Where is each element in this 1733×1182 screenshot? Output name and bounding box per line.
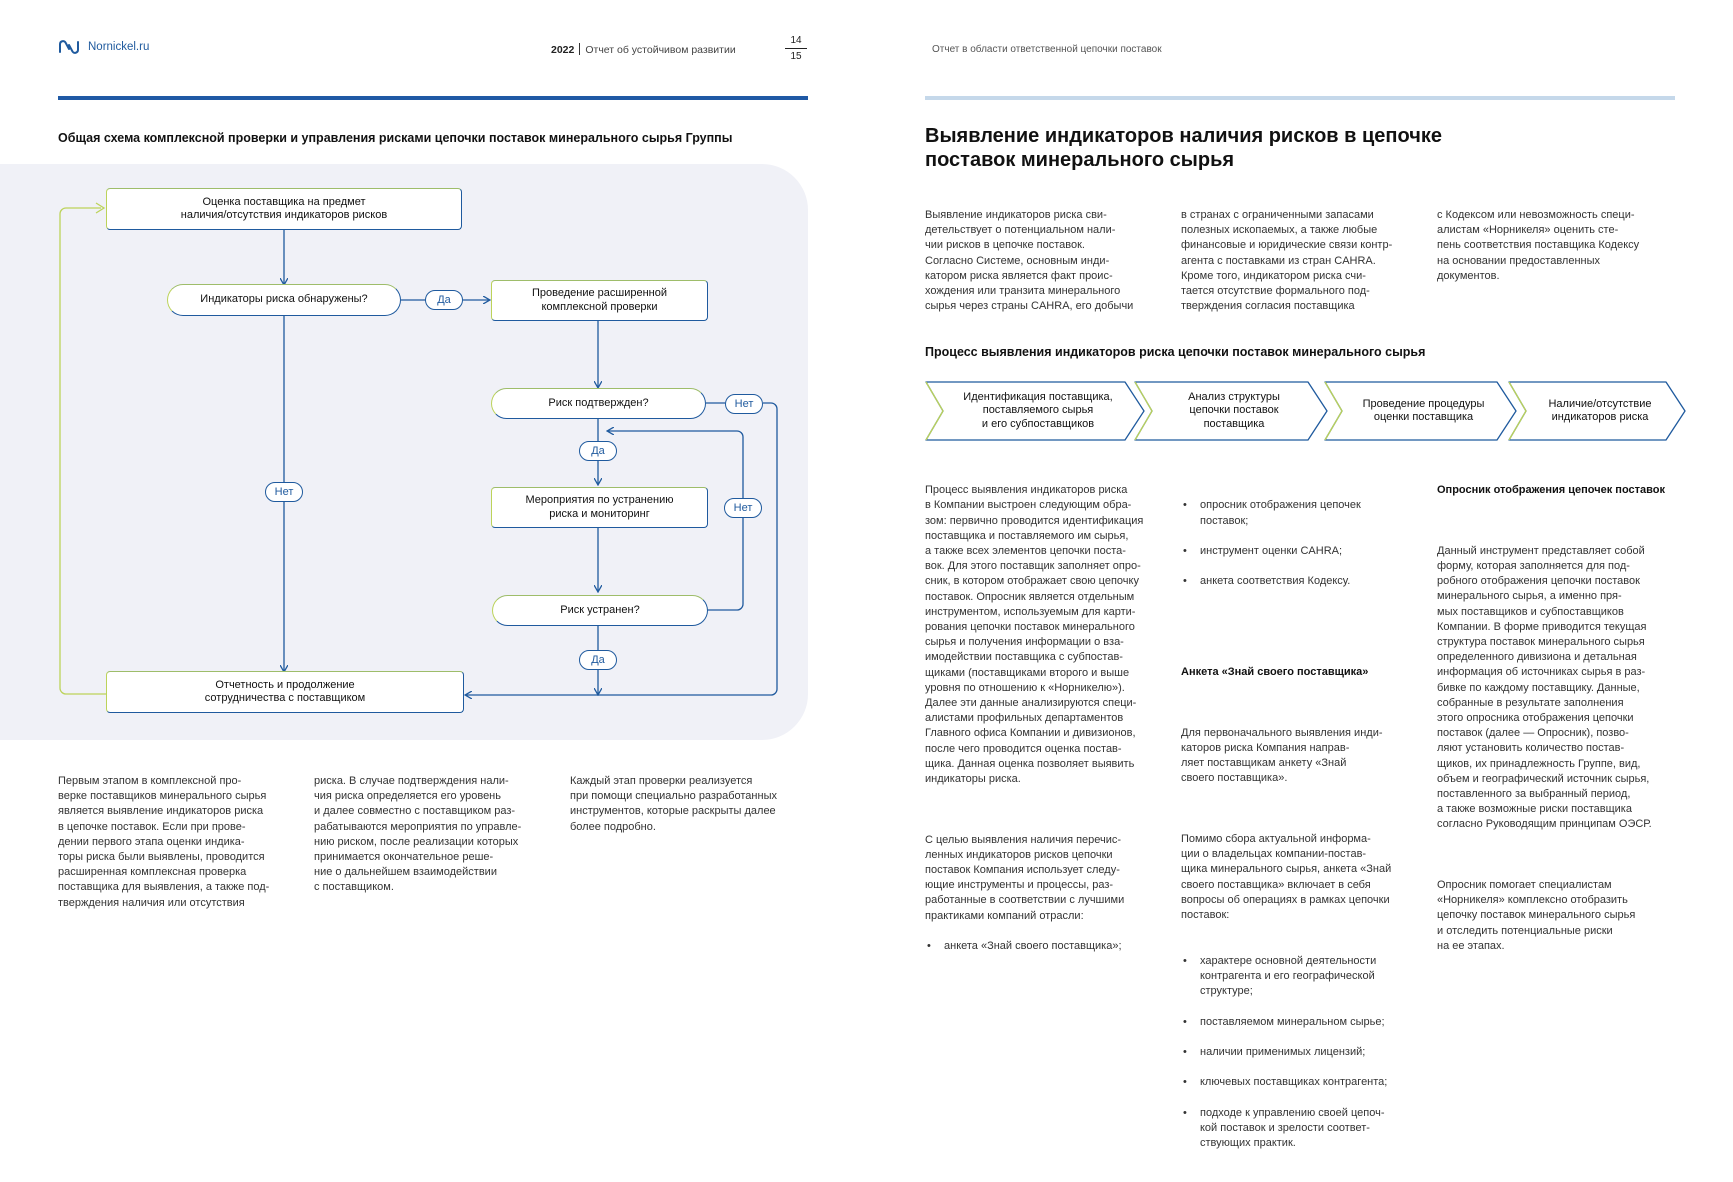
process-title: Процесс выявления индикаторов риска цепо… (925, 345, 1426, 359)
brand-logo-link[interactable]: Nornickel.ru (58, 40, 149, 54)
body-col-1: Процесс выявления индикаторов риска в Ко… (925, 468, 1165, 970)
intro-col-2: в странах с ограниченными запасами полез… (1181, 209, 1393, 313)
flow-step-mitigation: Мероприятия по устранению риска и монито… (491, 487, 708, 528)
process-step-1: Идентификация поставщика, поставляемого … (925, 380, 1147, 442)
paragraph: Опросник помогает специалистам «Норникел… (1437, 879, 1636, 952)
intro-col-1: Выявление индикаторов риска сви- детельс… (925, 209, 1134, 313)
left-text-col-1: Первым этапом в комплексной про- верке п… (58, 775, 270, 909)
chevron-shape (925, 381, 1145, 441)
chevron-shape (1324, 381, 1517, 441)
report-title: Отчет об устойчивом развитии (585, 44, 736, 56)
flowchart-connectors (59, 202, 778, 740)
header-divider (579, 43, 581, 55)
paragraph: Для первоначального выявления инди- като… (1181, 726, 1383, 785)
intro-col-3: с Кодексом или невозможность специ- алис… (1437, 209, 1640, 282)
left-header-rule (58, 96, 808, 100)
flow-label-yes: Да (425, 290, 463, 310)
left-text-col-2: риска. В случае подтверждения нали- чия … (314, 775, 522, 894)
flow-label-no: Нет (725, 394, 763, 414)
flow-label-no: Нет (724, 498, 762, 518)
page-number-left: 14 (790, 35, 802, 46)
list-item: ключевых поставщиках контрагента; (1181, 1075, 1421, 1090)
flow-step-extended-check: Проведение расширенной комплексной прове… (491, 280, 708, 321)
report-header: 2022 Отчет об устойчивом развитии (551, 43, 736, 56)
section-title: Отчет в области ответственной цепочки по… (932, 44, 1162, 55)
site-link-text: Nornickel.ru (88, 41, 150, 53)
left-text-col-3: Каждый этап проверки реализуется при пом… (570, 775, 777, 833)
page-title: Выявление индикаторов наличия рисков в ц… (925, 125, 1442, 171)
paragraph: С целью выявления наличия перечис- ленны… (925, 833, 1125, 922)
body-col-2: опросник отображения цепочек поставок; и… (1181, 468, 1421, 1182)
flow-step-supplier-assessment: Оценка поставщика на предмет наличия/отс… (106, 188, 462, 230)
flow-label-yes: Да (579, 650, 617, 670)
flow-label-no: Нет (265, 482, 303, 502)
process-step-2: Анализ структуры цепочки поставок постав… (1134, 380, 1330, 442)
report-year: 2022 (551, 44, 575, 56)
flowchart-panel (0, 164, 808, 740)
flow-decision-indicators-found: Индикаторы риска обнаружены? (167, 284, 401, 316)
subsection-heading: Опросник отображения цепочек поставок (1437, 484, 1665, 497)
process-step-4: Наличие/отсутствие индикаторов риска (1508, 380, 1688, 442)
list-item: наличии применимых лицензий; (1181, 1045, 1421, 1060)
paragraph: Процесс выявления индикаторов риска в Ко… (925, 484, 1144, 786)
page-numbers: 14 15 (785, 34, 807, 63)
page-number-divider (785, 48, 807, 49)
process-step-3: Проведение процедуры оценки поставщика (1324, 380, 1519, 442)
list-item: анкета соответствия Кодексу. (1181, 574, 1421, 589)
body-col-3: Опросник отображения цепочек поставок Да… (1437, 468, 1687, 969)
nornickel-logo-icon (59, 40, 79, 54)
flow-decision-risk-confirmed: Риск подтвержден? (491, 388, 706, 419)
diagram-title: Общая схема комплексной проверки и управ… (58, 131, 733, 145)
subsection-heading: Анкета «Знай своего поставщика» (1181, 666, 1369, 679)
flow-step-reporting: Отчетность и продолжение сотрудничества … (106, 671, 464, 713)
paragraph: Помимо сбора актуальной информа- ции о в… (1181, 833, 1392, 922)
process-step-label: Идентификация поставщика, поставляемого … (963, 390, 1113, 430)
process-step-label: Анализ структуры цепочки поставок постав… (1188, 390, 1280, 430)
list-item: опросник отображения цепочек поставок; (1181, 498, 1421, 528)
list-item: анкета «Знай своего поставщика»; (925, 939, 1165, 954)
list-item: подходе к управлению своей цепоч- кой по… (1181, 1106, 1421, 1152)
flow-label-yes: Да (579, 441, 617, 461)
chevron-shape (1134, 381, 1328, 441)
process-step-label: Проведение процедуры оценки поставщика (1362, 397, 1485, 424)
chevron-shape (1508, 381, 1686, 441)
list-item: поставляемом минеральном сырье; (1181, 1015, 1421, 1030)
flow-decision-risk-resolved: Риск устранен? (492, 595, 708, 626)
list-item: инструмент оценки CAHRA; (1181, 544, 1421, 559)
right-header-rule (925, 96, 1675, 100)
process-step-label: Наличие/отсутствие индикаторов риска (1548, 397, 1652, 424)
paragraph: Данный инструмент представляет собой фор… (1437, 544, 1652, 831)
page-number-right: 15 (790, 51, 802, 62)
list-item: характере основной деятельности контраге… (1181, 954, 1421, 1000)
